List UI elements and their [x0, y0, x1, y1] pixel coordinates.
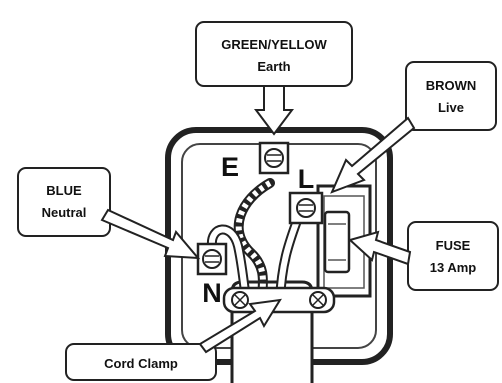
earth-terminal: [258, 141, 290, 175]
terminal-letter-live: L: [298, 164, 315, 194]
neutral-terminal: [196, 242, 228, 276]
neutral-wire: [206, 224, 251, 305]
cord-clamp-callout: Cord Clamp: [65, 298, 282, 381]
live-label-name: Live: [438, 100, 464, 115]
clamp-screw-right: [309, 291, 327, 309]
earth-callout: GREEN/YELLOW Earth: [195, 21, 353, 136]
live-callout: BROWN Live: [330, 61, 497, 194]
fuse: [323, 210, 351, 274]
clamp-screw-left: [231, 291, 249, 309]
neutral-label-color: BLUE: [46, 183, 82, 198]
neutral-callout: BLUE Neutral: [17, 167, 201, 260]
earth-wire: [233, 178, 275, 305]
earth-label-name: Earth: [257, 59, 290, 74]
earth-label-color: GREEN/YELLOW: [221, 37, 327, 52]
neutral-label-name: Neutral: [42, 205, 87, 220]
live-terminal: [288, 191, 324, 225]
terminal-letter-earth: E: [221, 152, 239, 182]
live-label-color: BROWN: [426, 78, 477, 93]
terminal-letter-neutral: N: [202, 278, 222, 308]
fuse-label-rating: 13 Amp: [430, 260, 477, 275]
fuse-callout: FUSE 13 Amp: [347, 221, 499, 291]
fuse-label-name: FUSE: [436, 238, 471, 253]
cord-clamp-label: Cord Clamp: [104, 356, 178, 371]
